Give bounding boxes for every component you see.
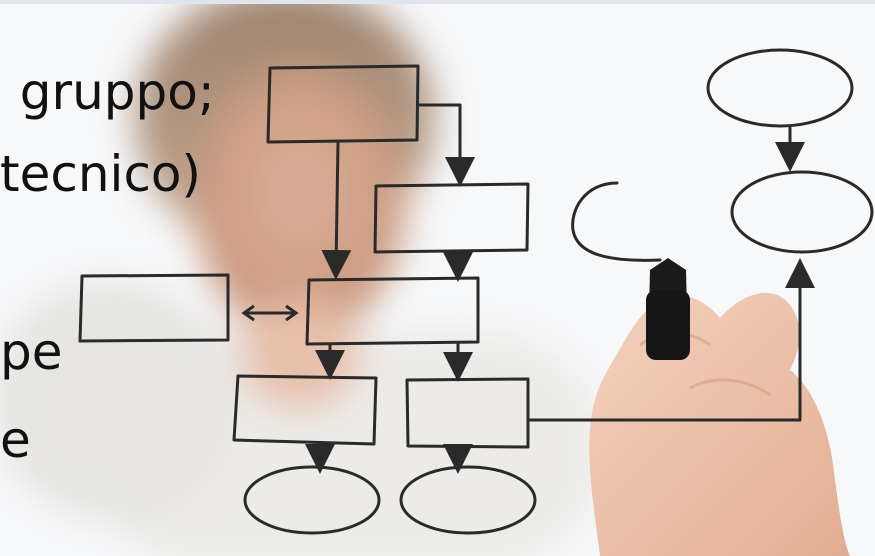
double-arrow-icon bbox=[241, 304, 299, 322]
flowchart-box-lower-right bbox=[405, 377, 530, 449]
flowchart-box-left bbox=[78, 273, 230, 343]
slide-text-line-2: tecnico) bbox=[0, 145, 202, 203]
flowchart-box-upper-right bbox=[373, 182, 530, 254]
slide-text-block: l gruppo; tecnico) pe e bbox=[0, 58, 300, 488]
slide-text-line-3: pe bbox=[0, 323, 63, 381]
slide-text-line-4: e bbox=[0, 411, 31, 469]
marker-icon bbox=[646, 258, 690, 360]
flowchart-box-middle bbox=[305, 276, 480, 346]
flowchart-oval-bottom-right bbox=[399, 465, 537, 535]
flowchart-box-top bbox=[266, 64, 420, 144]
flowchart-oval-top-right bbox=[706, 48, 854, 128]
flowchart-oval-right bbox=[730, 170, 874, 254]
flowchart-open-curve bbox=[571, 181, 662, 262]
flowchart-oval-bottom-left bbox=[243, 465, 381, 535]
slide-text-line-1: l gruppo; bbox=[0, 63, 215, 121]
flowchart-box-lower-left bbox=[232, 374, 378, 446]
